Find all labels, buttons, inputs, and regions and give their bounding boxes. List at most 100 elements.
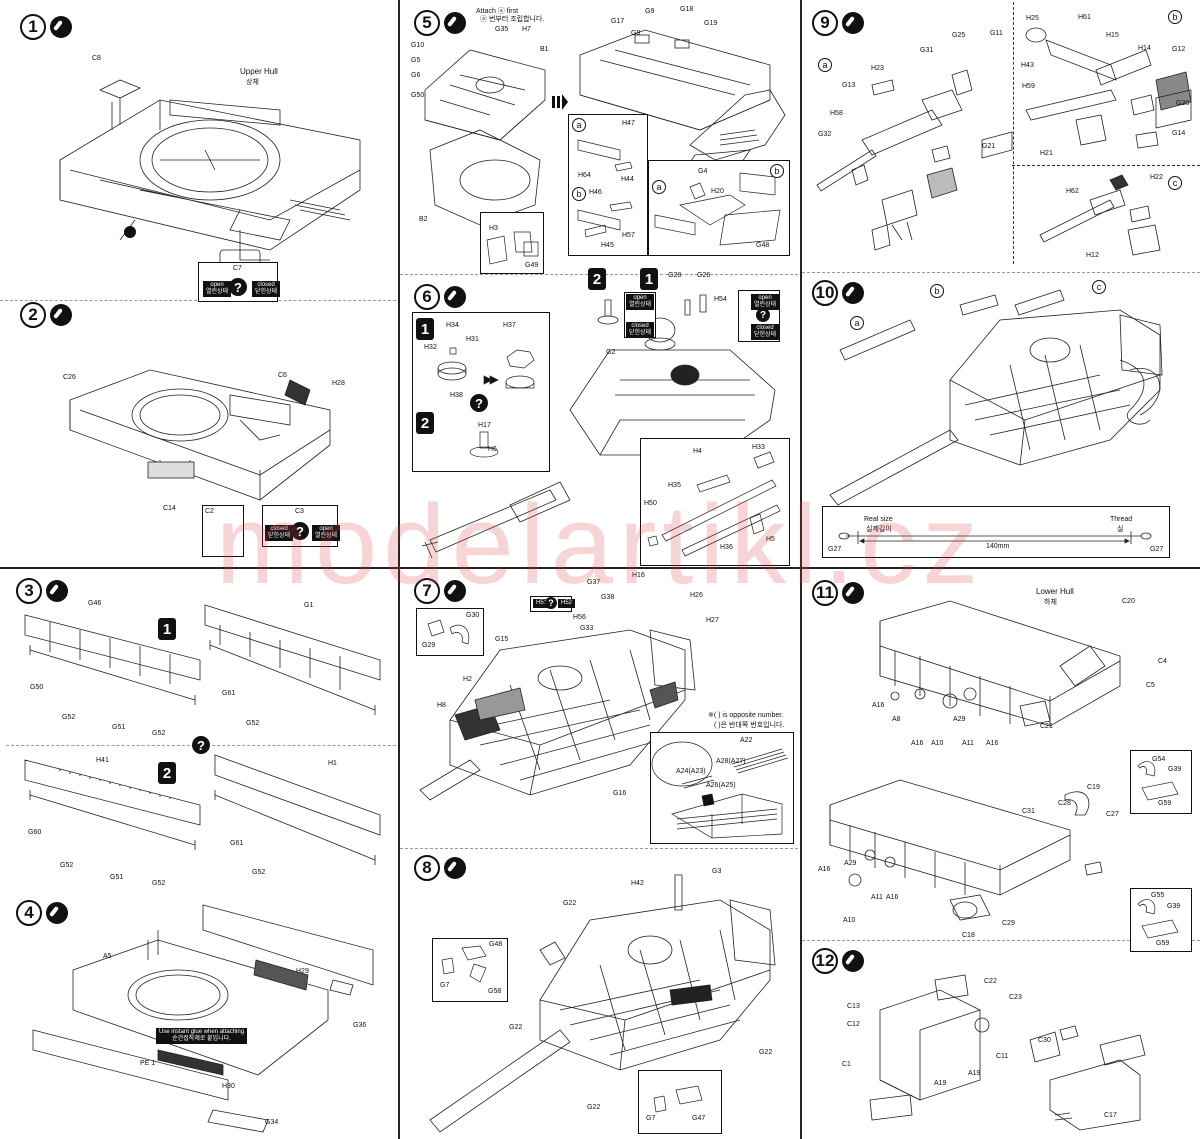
part-label: C13: [847, 1003, 860, 1010]
machine-gun-b-drawing: [1025, 27, 1192, 149]
part-label: C3: [295, 508, 304, 515]
part-label: H37: [503, 322, 516, 329]
attach-note-ko: ⓐ 번부터 조립합니다.: [480, 16, 545, 23]
real-size-label: Real size: [864, 516, 893, 523]
real-size-label-ko: 실제길이: [866, 526, 892, 533]
thread-length-value: 140mm: [986, 543, 1010, 550]
detail-box: [202, 505, 244, 557]
part-label: H36: [720, 544, 733, 551]
hull-skirts-drawing: [32, 904, 374, 1133]
hull-assembly-drawing: [69, 369, 331, 501]
part-label: H33: [752, 444, 765, 451]
detail-parts-drawing: [486, 231, 539, 265]
part-label: G60: [28, 829, 42, 836]
option-2-icon: 2: [416, 412, 434, 434]
part-label: H38: [450, 392, 463, 399]
part-label: G31: [920, 47, 934, 54]
part-label: G13: [842, 82, 856, 89]
choice-icon: ?: [545, 597, 557, 609]
cement-icon: [50, 304, 72, 326]
part-label: G32: [818, 131, 832, 138]
part-label: A11: [871, 894, 883, 901]
step-number: 5: [414, 10, 440, 36]
part-label: G18: [680, 6, 694, 13]
cement-icon: [46, 902, 68, 924]
part-label: G35: [495, 26, 509, 33]
turret-grid-drawing: [419, 629, 696, 801]
step-number: 6: [414, 284, 440, 310]
part-label: G22: [563, 900, 577, 907]
part-label: H27: [706, 617, 719, 624]
detail-box: [1130, 888, 1192, 952]
part-label: G46: [88, 600, 102, 607]
subpanel-divider: [802, 272, 1200, 274]
part-label: C21: [1040, 723, 1053, 730]
side-skirts-drawing: [24, 604, 381, 865]
part-label: H50: [644, 500, 657, 507]
option-2-icon: 2: [158, 762, 176, 784]
part-label: C1: [842, 1061, 851, 1068]
opposite-number-note: ※( ) is opposite number.: [708, 712, 784, 719]
lower-hull-suspension-drawing: [829, 779, 1103, 921]
detail-box: [416, 608, 484, 656]
part-label: H30: [222, 1083, 235, 1090]
cement-icon: [842, 582, 864, 604]
part-label: H41: [96, 757, 109, 764]
part-label: H43: [1021, 62, 1034, 69]
part-label: G49: [525, 262, 539, 269]
option-1-icon: 1: [416, 318, 434, 340]
part-label: C11: [996, 1053, 1009, 1060]
option-1-icon: 1: [640, 268, 658, 290]
part-label: G47: [692, 1115, 706, 1122]
choice-icon: ?: [756, 308, 770, 322]
part-label: G2: [606, 349, 616, 356]
step-number: 7: [414, 578, 440, 604]
part-label: H8: [437, 702, 446, 709]
part-label: A26(A25): [706, 782, 736, 789]
part-label: G51: [112, 724, 126, 731]
part-label: H56: [573, 614, 586, 621]
option-box: [412, 312, 550, 472]
detail-box: [638, 1070, 722, 1134]
rear-plate-drawing: [869, 974, 1146, 1131]
subassembly-box: [568, 114, 648, 256]
part-label: G39: [1168, 766, 1182, 773]
part-label: G50: [30, 684, 44, 691]
opposite-number-note-ko: ( )은 반대쪽 번호입니다.: [714, 722, 785, 729]
part-label: G39: [1167, 903, 1181, 910]
part-label: G52: [152, 730, 166, 737]
subpanel-divider: [400, 848, 798, 850]
thread-label: Thread: [1110, 516, 1133, 523]
part-label: C28: [1058, 800, 1071, 807]
part-label: H5: [766, 536, 775, 543]
option-2-icon: 2: [588, 268, 606, 290]
part-label: C8: [92, 55, 101, 62]
part-label: G16: [613, 790, 627, 797]
part-label: G28: [668, 272, 682, 279]
part-label: G27: [1150, 546, 1164, 553]
part-label: G25: [952, 32, 966, 39]
part-label: G33: [580, 625, 594, 632]
part-label: G3: [712, 868, 722, 875]
panel-divider: [398, 0, 400, 1139]
subassembly-letter: b: [770, 164, 784, 178]
part-label: H16: [632, 572, 645, 579]
part-label: C30: [1038, 1037, 1051, 1044]
part-label: A22: [740, 737, 753, 744]
part-label: G6: [411, 72, 421, 79]
step-number: 12: [812, 948, 838, 974]
subassembly-letter: a: [850, 316, 864, 330]
step-number: 9: [812, 10, 838, 36]
part-label: C26: [63, 374, 76, 381]
step-number: 3: [16, 578, 42, 604]
turret-hatches-drawing: [569, 294, 776, 456]
part-label: C31: [1022, 808, 1035, 815]
part-label: 하체: [1044, 599, 1057, 606]
part-label: A16: [818, 866, 831, 873]
part-label: Upper Hull: [240, 67, 278, 76]
part-label: G38: [601, 594, 615, 601]
part-label: H61: [1078, 14, 1091, 21]
